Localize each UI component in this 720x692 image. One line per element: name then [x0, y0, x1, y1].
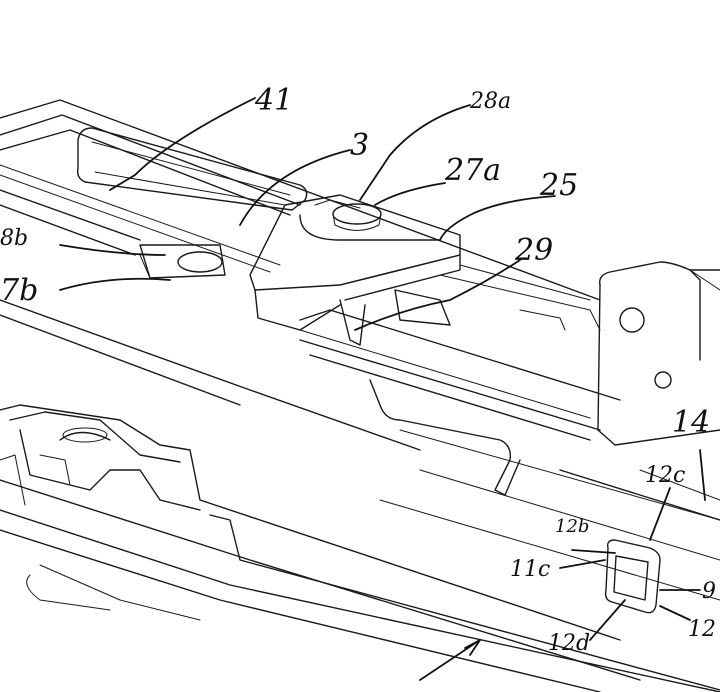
label-14: 14	[672, 405, 710, 440]
square-profile	[604, 539, 661, 614]
end-block	[597, 261, 720, 446]
bracket-plate	[249, 194, 461, 331]
label-29: 29	[514, 233, 553, 268]
label-27a: 27a	[444, 153, 501, 188]
label-11c: 11c	[510, 557, 550, 582]
lower-rails-right	[379, 429, 720, 601]
label-12c: 12c	[645, 463, 685, 488]
label-41: 41	[254, 83, 293, 118]
pin-28b	[139, 244, 226, 279]
label-9: 9	[702, 579, 716, 604]
lower-profile	[0, 404, 720, 692]
label-12e: 12	[688, 617, 716, 642]
pin-28a	[332, 203, 382, 231]
leader-lines	[59, 97, 706, 681]
lower-carriage	[299, 264, 621, 496]
label-27b: 7b	[0, 273, 38, 308]
upper-rail	[0, 99, 601, 451]
label-28b: 8b	[0, 226, 28, 251]
reference-labels: 41 28a 3 27a 25 8b 7b 29 14 12c 12b 11c …	[0, 83, 716, 656]
label-12b: 12b	[555, 516, 589, 537]
label-28a: 28a	[469, 89, 511, 114]
label-25: 25	[539, 168, 578, 203]
label-3: 3	[350, 128, 369, 163]
slot-window	[76, 127, 308, 211]
label-12d: 12d	[548, 631, 590, 656]
